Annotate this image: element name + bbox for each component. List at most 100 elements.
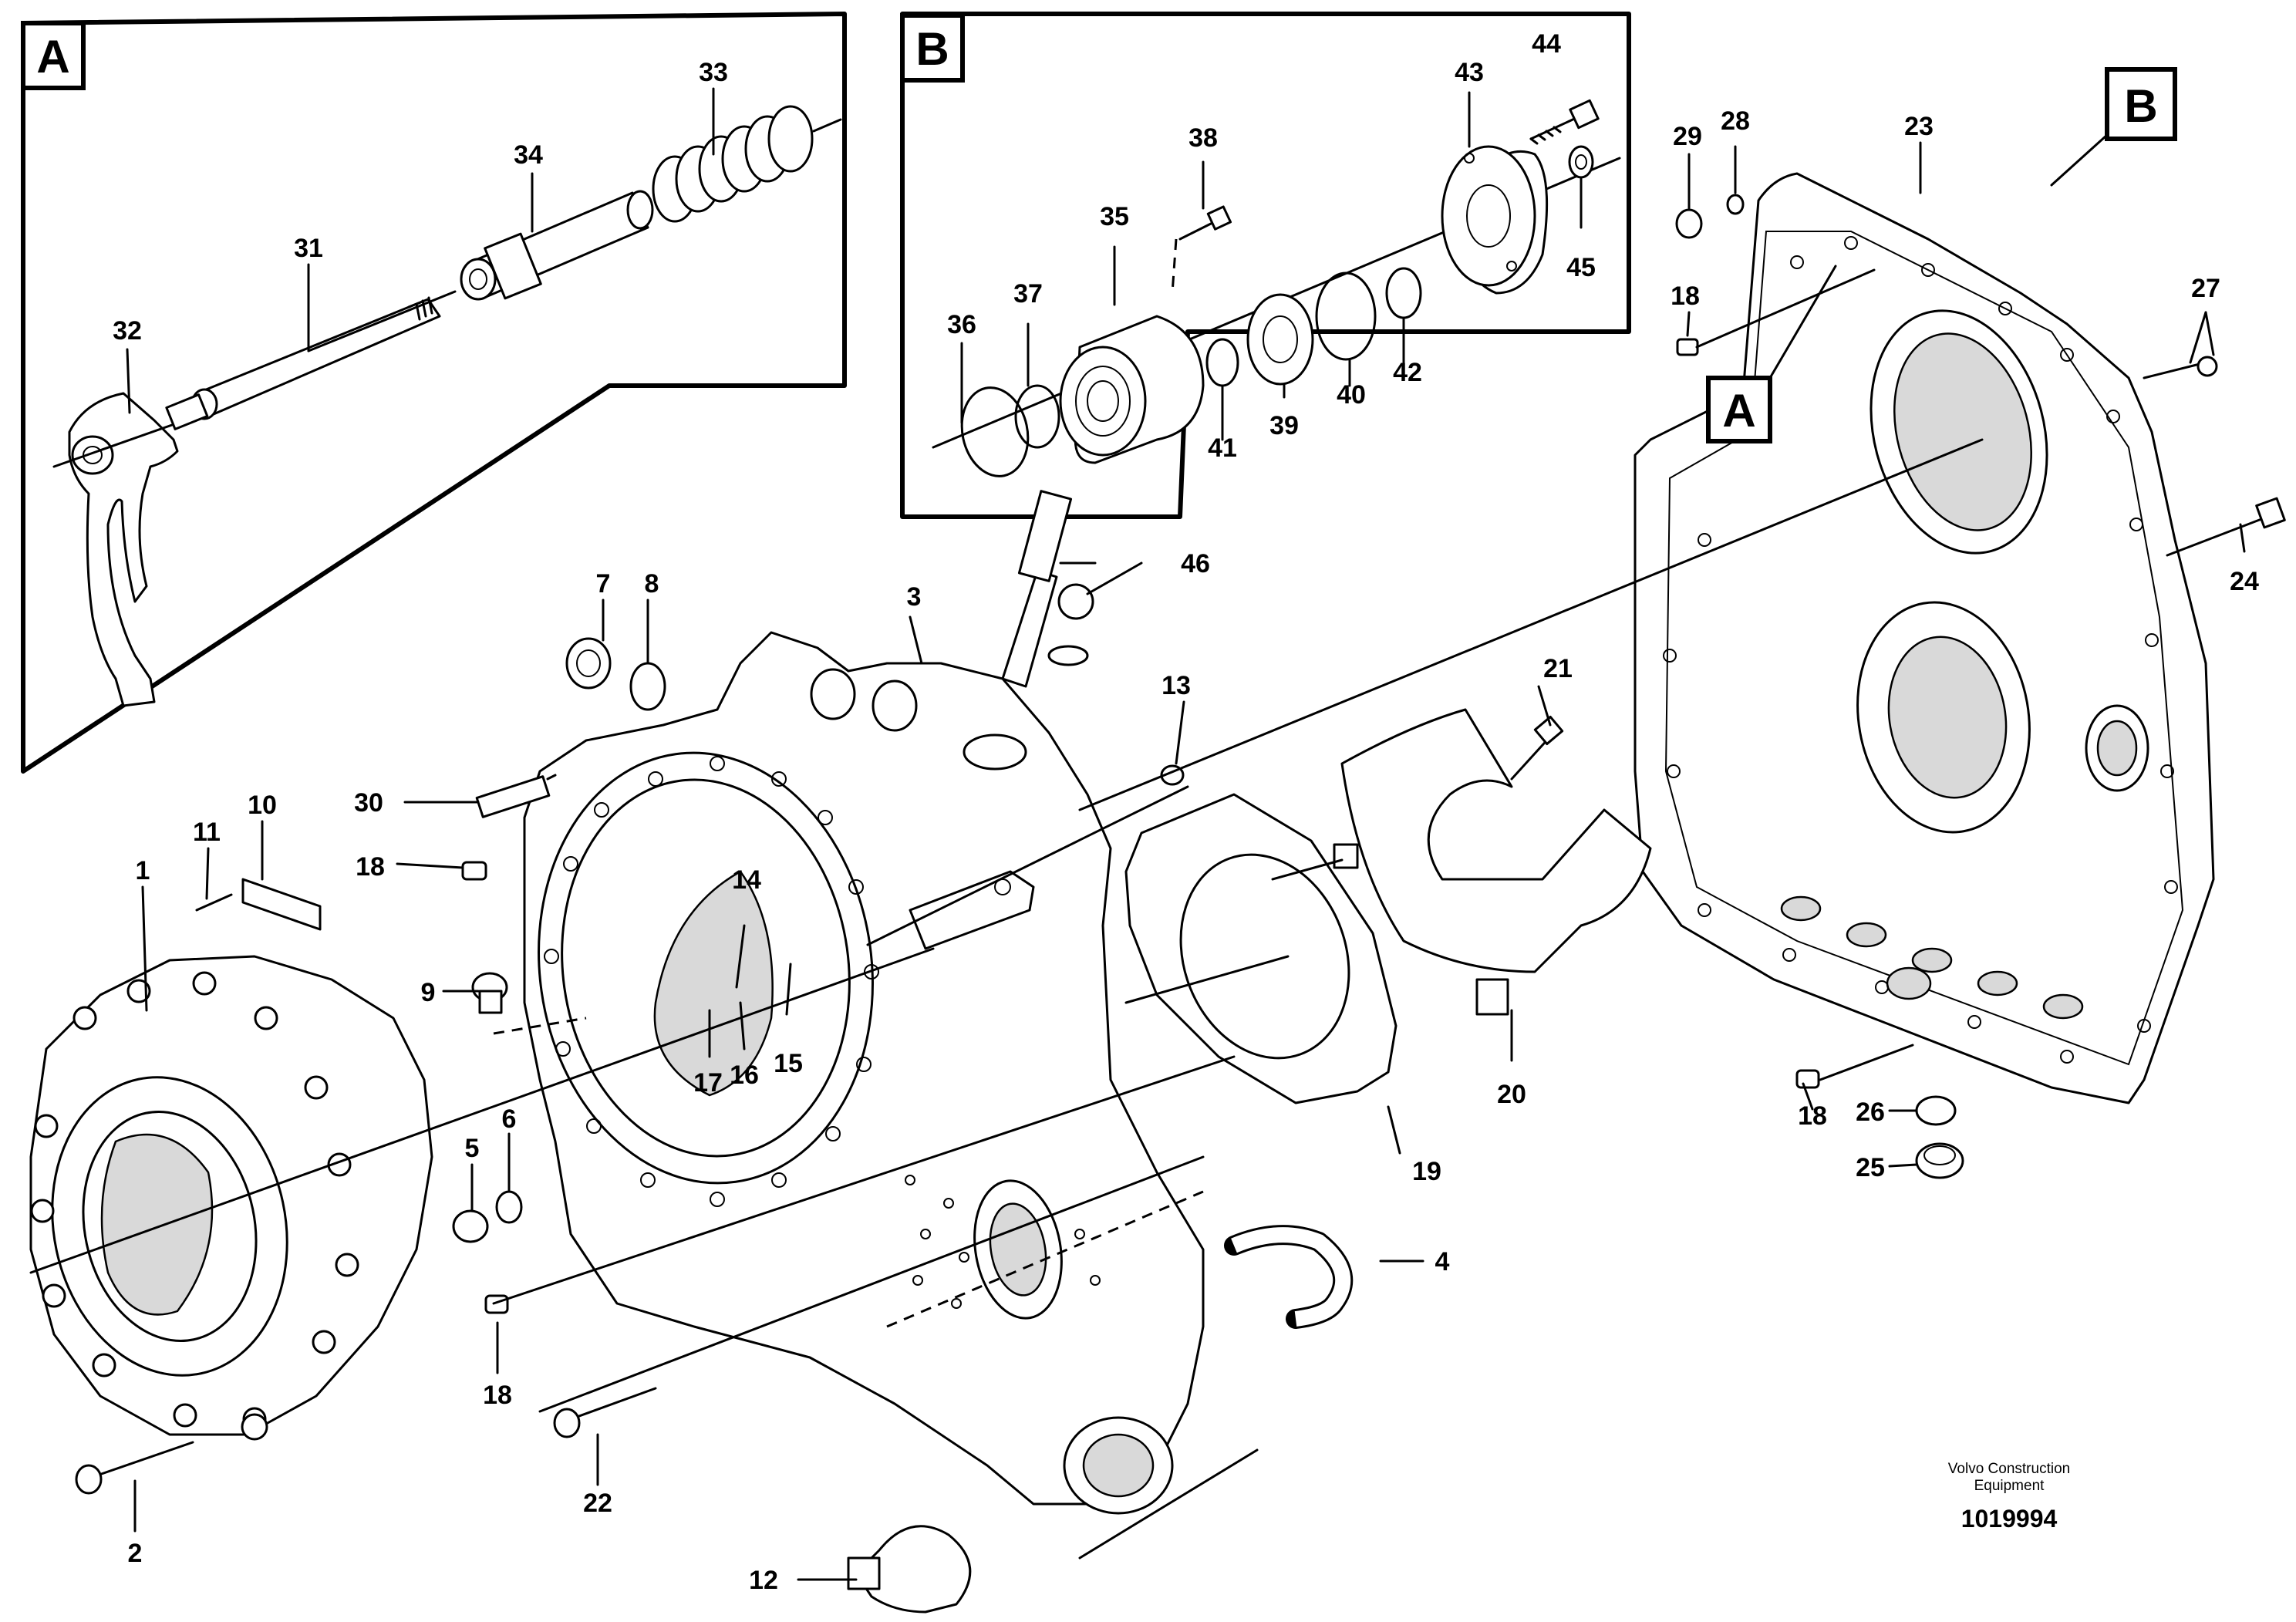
- label-27: 27: [2191, 274, 2220, 303]
- o-ring-26: [1915, 1095, 1957, 1126]
- label-17: 17: [693, 1068, 723, 1098]
- callout-a-letter: A: [1722, 385, 1755, 437]
- axis-bolt-22: [538, 1155, 1205, 1413]
- main-housing: [523, 631, 1205, 1515]
- part-numbers: 1 2 3 4 5 6 7 8 9 10 11 12 13 14 15 16 1…: [113, 29, 2259, 1595]
- label-36: 36: [947, 310, 976, 339]
- bolt-5: [452, 1209, 489, 1243]
- screws-27: [2143, 356, 2218, 379]
- axis-shield: [1271, 858, 1344, 881]
- shift-shaft: [165, 296, 441, 430]
- label-37: 37: [1013, 279, 1043, 309]
- axis-pin-right: [1819, 1044, 1914, 1081]
- document-number: 1019994: [1961, 1505, 2058, 1533]
- label-18-right: 18: [1671, 282, 1700, 311]
- pin-18-lower: [484, 1294, 509, 1314]
- label-35: 35: [1100, 202, 1129, 231]
- pin-18-upper: [461, 861, 487, 881]
- plug-25: [1915, 1142, 1964, 1179]
- label-38: 38: [1188, 123, 1218, 153]
- bushing-12: [847, 1525, 972, 1614]
- plate-10: [241, 878, 322, 931]
- ring-41: [1205, 338, 1239, 387]
- pin-18-right: [1676, 338, 1699, 356]
- company-line-1: Volvo Construction: [1948, 1461, 2070, 1477]
- label-11: 11: [193, 818, 221, 847]
- label-1: 1: [136, 856, 150, 885]
- label-10: 10: [248, 791, 277, 820]
- label-29: 29: [1673, 122, 1702, 151]
- label-21: 21: [1543, 654, 1573, 683]
- label-18-bottom-right: 18: [1798, 1101, 1827, 1131]
- label-15: 15: [774, 1049, 803, 1078]
- label-7: 7: [596, 569, 611, 599]
- bearing-cover: [29, 955, 433, 1441]
- label-4: 4: [1435, 1247, 1450, 1276]
- label-46: 46: [1181, 549, 1210, 578]
- pin-18-bottom-right: [1795, 1069, 1820, 1089]
- label-2: 2: [128, 1539, 143, 1568]
- label-8: 8: [645, 569, 659, 599]
- seal-housing: [1059, 315, 1205, 464]
- spring: [652, 105, 842, 223]
- label-6: 6: [502, 1104, 517, 1134]
- label-42: 42: [1393, 358, 1422, 387]
- label-45: 45: [1566, 253, 1596, 282]
- footer: Volvo Construction Equipment 1019994: [1948, 1461, 2070, 1533]
- plug-9: [471, 972, 508, 1014]
- label-33: 33: [699, 58, 728, 87]
- sensor-46: [1001, 490, 1094, 688]
- label-34: 34: [514, 140, 543, 170]
- label-3: 3: [907, 582, 922, 612]
- plug-28: [1726, 194, 1745, 215]
- label-43: 43: [1455, 58, 1484, 87]
- bolt-44: [1529, 99, 1600, 145]
- label-30: 30: [354, 788, 383, 818]
- nut-45: [1568, 145, 1594, 179]
- label-31: 31: [294, 234, 323, 263]
- inset-b-letter: B: [915, 23, 949, 75]
- label-26: 26: [1856, 1098, 1885, 1127]
- label-24: 24: [2230, 567, 2259, 596]
- o-ring-37: [1014, 384, 1060, 449]
- shift-fork: [52, 392, 187, 707]
- callout-b: B: [2050, 67, 2177, 187]
- label-19: 19: [1412, 1157, 1441, 1186]
- bolt-2: [75, 1441, 194, 1495]
- axis-plug-13: [866, 785, 1189, 946]
- axis-pin-lower: [492, 1055, 1236, 1305]
- seal-8: [629, 662, 666, 711]
- ring-40: [1315, 271, 1377, 361]
- label-41: 41: [1208, 433, 1237, 463]
- axis-bushing: [1078, 1448, 1259, 1560]
- label-39: 39: [1269, 411, 1299, 440]
- label-25: 25: [1856, 1153, 1885, 1182]
- inset-b: B: [900, 12, 1631, 519]
- axis-rear: [1078, 438, 1984, 811]
- label-13: 13: [1161, 671, 1191, 700]
- washer-6: [495, 1190, 523, 1224]
- bolt-24: [2166, 497, 2286, 557]
- bushing-39: [1246, 293, 1314, 386]
- label-5: 5: [465, 1134, 480, 1163]
- o-ring-36: [960, 386, 1030, 477]
- label-40: 40: [1337, 380, 1366, 410]
- bolt-22: [553, 1387, 657, 1438]
- axis-pin-top: [1695, 268, 1876, 349]
- label-18-upper: 18: [356, 852, 385, 882]
- leader-lines: [133, 141, 2246, 1581]
- bolt-38: [1171, 205, 1232, 294]
- label-28: 28: [1721, 106, 1750, 136]
- inset-a-letter: A: [36, 31, 69, 83]
- plug-7: [565, 637, 612, 690]
- label-23: 23: [1904, 112, 1934, 141]
- switch-30: [475, 774, 557, 818]
- plunger: [460, 190, 654, 301]
- axis-plate: [1124, 955, 1290, 1004]
- axis-plug-9: [493, 1017, 587, 1035]
- axis-hidden: [886, 1190, 1204, 1328]
- gasket-plate: [1124, 793, 1397, 1104]
- inset-a: A: [21, 12, 847, 774]
- callout-a: A: [1706, 265, 1837, 443]
